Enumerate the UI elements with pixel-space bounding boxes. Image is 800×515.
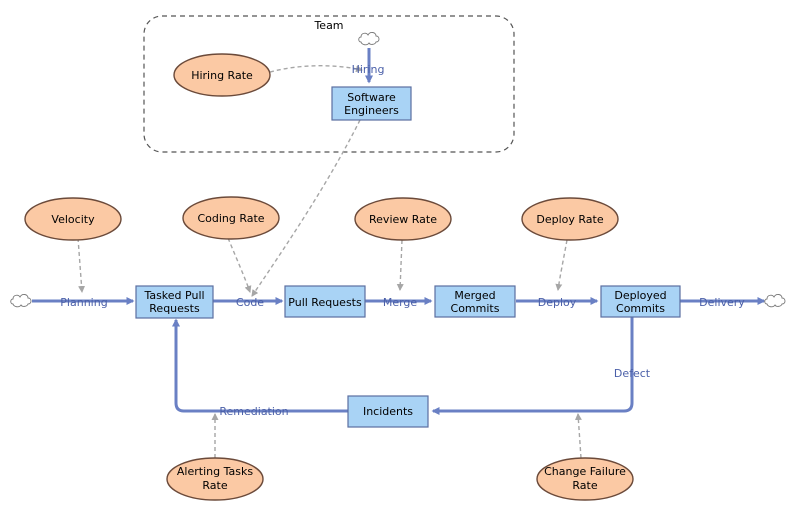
link-change-failure-rate-to-incidents-flow (574, 413, 582, 459)
aux-hiring-rate-label: Hiring Rate (191, 69, 253, 82)
cloud-delivery-sink-icon (764, 294, 786, 308)
link-coding-rate-to-code (227, 237, 252, 293)
aux-coding-rate[interactable]: Coding Rate (182, 196, 280, 240)
aux-coding-rate-label: Coding Rate (197, 212, 264, 225)
stock-software-engineers[interactable]: Software Engineers (331, 86, 412, 121)
stock-merged-commits-label-line2: Commits (451, 302, 500, 315)
flow-label-planning: Planning (60, 296, 107, 309)
aux-deploy-rate[interactable]: Deploy Rate (521, 197, 619, 241)
cloud-hiring-source-icon (358, 32, 380, 46)
stock-tasked-pull-requests-label-line2: Requests (149, 302, 200, 315)
flow-label-delivery: Delivery (699, 296, 745, 309)
aux-alerting-tasks-rate[interactable]: Alerting Tasks Rate (166, 457, 264, 501)
link-deploy-rate-to-deploy (555, 239, 568, 291)
aux-alerting-tasks-rate-label-line2: Rate (202, 479, 227, 492)
flow-label-remediation: Remediation (219, 405, 288, 418)
stock-deployed-commits-label-line1: Deployed (614, 289, 666, 302)
aux-review-rate[interactable]: Review Rate (354, 197, 452, 241)
stock-software-engineers-label-line1: Software (347, 91, 396, 104)
stock-merged-commits[interactable]: Merged Commits (434, 285, 516, 318)
link-software-engineers-to-code (251, 119, 361, 297)
flow-label-defect: Defect (614, 367, 651, 380)
aux-change-failure-rate-label-line2: Rate (572, 479, 597, 492)
link-review-rate-to-merge (396, 239, 404, 291)
aux-velocity[interactable]: Velocity (24, 197, 122, 241)
aux-hiring-rate[interactable]: Hiring Rate (173, 53, 271, 97)
aux-change-failure-rate[interactable]: Change Failure Rate (536, 457, 634, 501)
aux-deploy-rate-label: Deploy Rate (536, 213, 603, 226)
flow-label-code: Code (236, 296, 264, 309)
flow-pipe-remediation (172, 318, 348, 413)
stock-merged-commits-label-line1: Merged (454, 289, 495, 302)
stock-tasked-pull-requests[interactable]: Tasked Pull Requests (135, 285, 214, 319)
stock-deployed-commits[interactable]: Deployed Commits (600, 285, 681, 318)
aux-alerting-tasks-rate-label-line1: Alerting Tasks (177, 465, 253, 478)
team-group: Team (143, 15, 515, 153)
link-velocity-to-planning (77, 237, 86, 293)
stock-pull-requests[interactable]: Pull Requests (284, 285, 366, 318)
aux-velocity-label: Velocity (51, 213, 95, 226)
cloud-planning-source-icon (10, 294, 32, 308)
stock-incidents[interactable]: Incidents (347, 395, 429, 428)
aux-review-rate-label: Review Rate (369, 213, 437, 226)
flow-label-hiring: Hiring (352, 63, 385, 76)
stock-software-engineers-label-line2: Engineers (344, 104, 399, 117)
stock-tasked-pull-requests-label-line1: Tasked Pull (143, 289, 204, 302)
flow-label-deploy: Deploy (538, 296, 577, 309)
flow-label-merge: Merge (383, 296, 418, 309)
stock-deployed-commits-label-line2: Commits (616, 302, 665, 315)
stock-pull-requests-label: Pull Requests (288, 296, 362, 309)
flow-pipe-defect (431, 316, 634, 415)
team-group-label: Team (313, 19, 343, 32)
aux-change-failure-rate-label-line1: Change Failure (544, 465, 626, 478)
link-hiring-rate-to-hiring (269, 65, 363, 73)
stock-incidents-label: Incidents (363, 405, 413, 418)
